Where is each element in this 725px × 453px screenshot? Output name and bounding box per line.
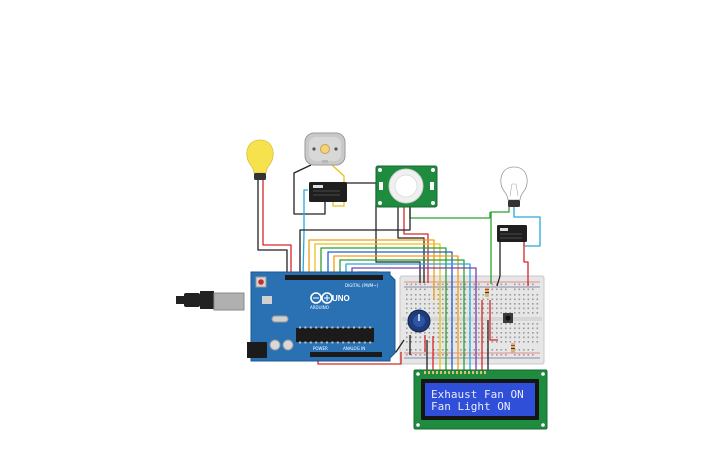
board-model-label: UNO (332, 294, 350, 303)
power-header-label: POWER (313, 346, 328, 351)
usb-cable-icon (176, 291, 245, 311)
lcd-display[interactable]: Exhaust Fan ON Fan Light ON (413, 369, 548, 430)
wire-green[interactable] (339, 259, 465, 300)
pir-sensor-icon[interactable] (375, 165, 438, 208)
wire-black[interactable] (299, 207, 411, 276)
microcontroller-chip (296, 328, 374, 342)
wire-cyan[interactable] (302, 189, 308, 277)
wires (257, 164, 541, 370)
wire-orange[interactable] (333, 255, 459, 300)
wire-green[interactable] (320, 247, 447, 300)
wire-black[interactable] (496, 240, 501, 287)
wire-red[interactable] (523, 230, 529, 286)
wire-red[interactable] (489, 300, 498, 341)
relay-icon[interactable] (309, 182, 347, 202)
arduino-logo-icon (310, 292, 333, 304)
wire-red[interactable] (317, 352, 402, 365)
wire-black[interactable] (257, 178, 288, 276)
lightbulb-icon[interactable] (500, 166, 528, 207)
lcd-line-1: Exhaust Fan ON (431, 388, 524, 401)
lightbulb-icon[interactable] (246, 139, 274, 180)
power-jack (247, 342, 267, 358)
wire-cyan[interactable] (345, 263, 471, 300)
wire-orange[interactable] (308, 239, 435, 300)
relay-icon[interactable] (497, 225, 527, 242)
resistor (485, 287, 489, 297)
wire-red[interactable] (403, 207, 429, 283)
wire-green[interactable] (490, 206, 510, 284)
lcd-screen (425, 383, 535, 416)
digital-header-label: DIGITAL (PWM~) (345, 283, 379, 288)
lcd-line-2: Fan Light ON (431, 400, 510, 413)
wire-black[interactable] (345, 182, 421, 283)
arduino-board[interactable]: UNO ARDUINO DIGITAL (PWM~) POWER ANALOG … (247, 271, 396, 362)
potentiometer-icon[interactable] (407, 309, 431, 333)
wire-black[interactable] (293, 164, 326, 215)
analog-header-label: ANALOG IN (343, 346, 365, 351)
wire-yellow[interactable] (331, 164, 345, 207)
board-brand-label: ARDUINO (310, 305, 329, 310)
dc-motor-icon[interactable] (304, 132, 346, 166)
resistor (511, 343, 515, 353)
wire-yellow[interactable] (314, 243, 441, 332)
pushbutton-icon[interactable] (503, 313, 513, 323)
wire-red[interactable] (262, 178, 292, 276)
wire-blue[interactable] (327, 251, 453, 300)
wire-green[interactable] (409, 207, 491, 219)
